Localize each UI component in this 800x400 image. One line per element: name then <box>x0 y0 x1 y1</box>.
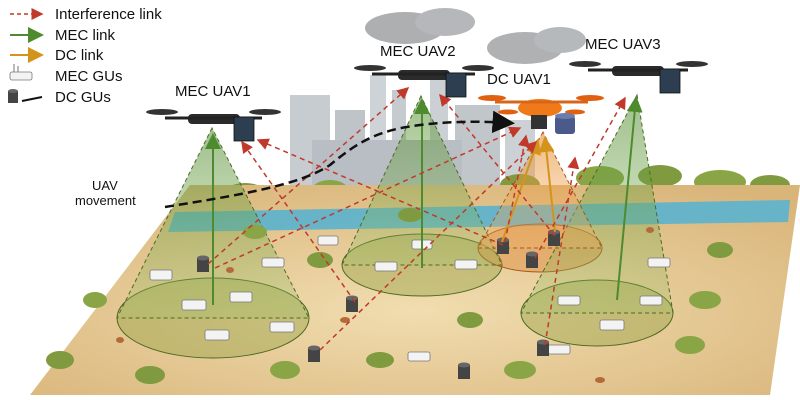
uav2-label: MEC UAV2 <box>380 43 456 60</box>
legend-label-dc-link: DC link <box>55 47 104 64</box>
interference-links <box>207 87 626 351</box>
dc1-label: DC UAV1 <box>487 71 551 88</box>
router-icon <box>9 71 33 81</box>
legend-item-mec-gus: MEC GUs <box>9 64 123 85</box>
uav3-label: MEC UAV3 <box>585 36 661 53</box>
legend-item-mec-link: MEC link <box>10 27 116 44</box>
movement-label-line2: movement <box>75 193 136 208</box>
legend-item-interference: Interference link <box>10 6 162 23</box>
movement-label-line1: UAV <box>92 178 118 193</box>
foreground-vegetation <box>46 208 733 384</box>
legend-label-dc-gus: DC GUs <box>55 89 111 106</box>
legend: Interference link MEC link DC link MEC G… <box>8 6 162 106</box>
dc-links <box>501 136 556 243</box>
mec-ground-users <box>149 235 671 362</box>
dc1-drone <box>478 95 604 134</box>
beam-dc1 <box>477 130 603 249</box>
cylinder-device-icon <box>8 91 18 103</box>
legend-label-mec-link: MEC link <box>55 27 116 44</box>
uav1-label: MEC UAV1 <box>175 83 251 100</box>
uav1-drone <box>146 109 281 142</box>
beam-uav3 <box>520 93 674 314</box>
legend-item-dc-gus: DC GUs <box>8 89 111 106</box>
uav3-drone <box>569 61 708 94</box>
legend-label-interference: Interference link <box>55 6 162 23</box>
mec-links <box>205 96 643 305</box>
legend-item-dc-link: DC link <box>10 47 104 64</box>
uav2-drone <box>354 65 494 98</box>
legend-label-mec-gus: MEC GUs <box>55 68 123 85</box>
uav-movement-path <box>164 110 515 209</box>
